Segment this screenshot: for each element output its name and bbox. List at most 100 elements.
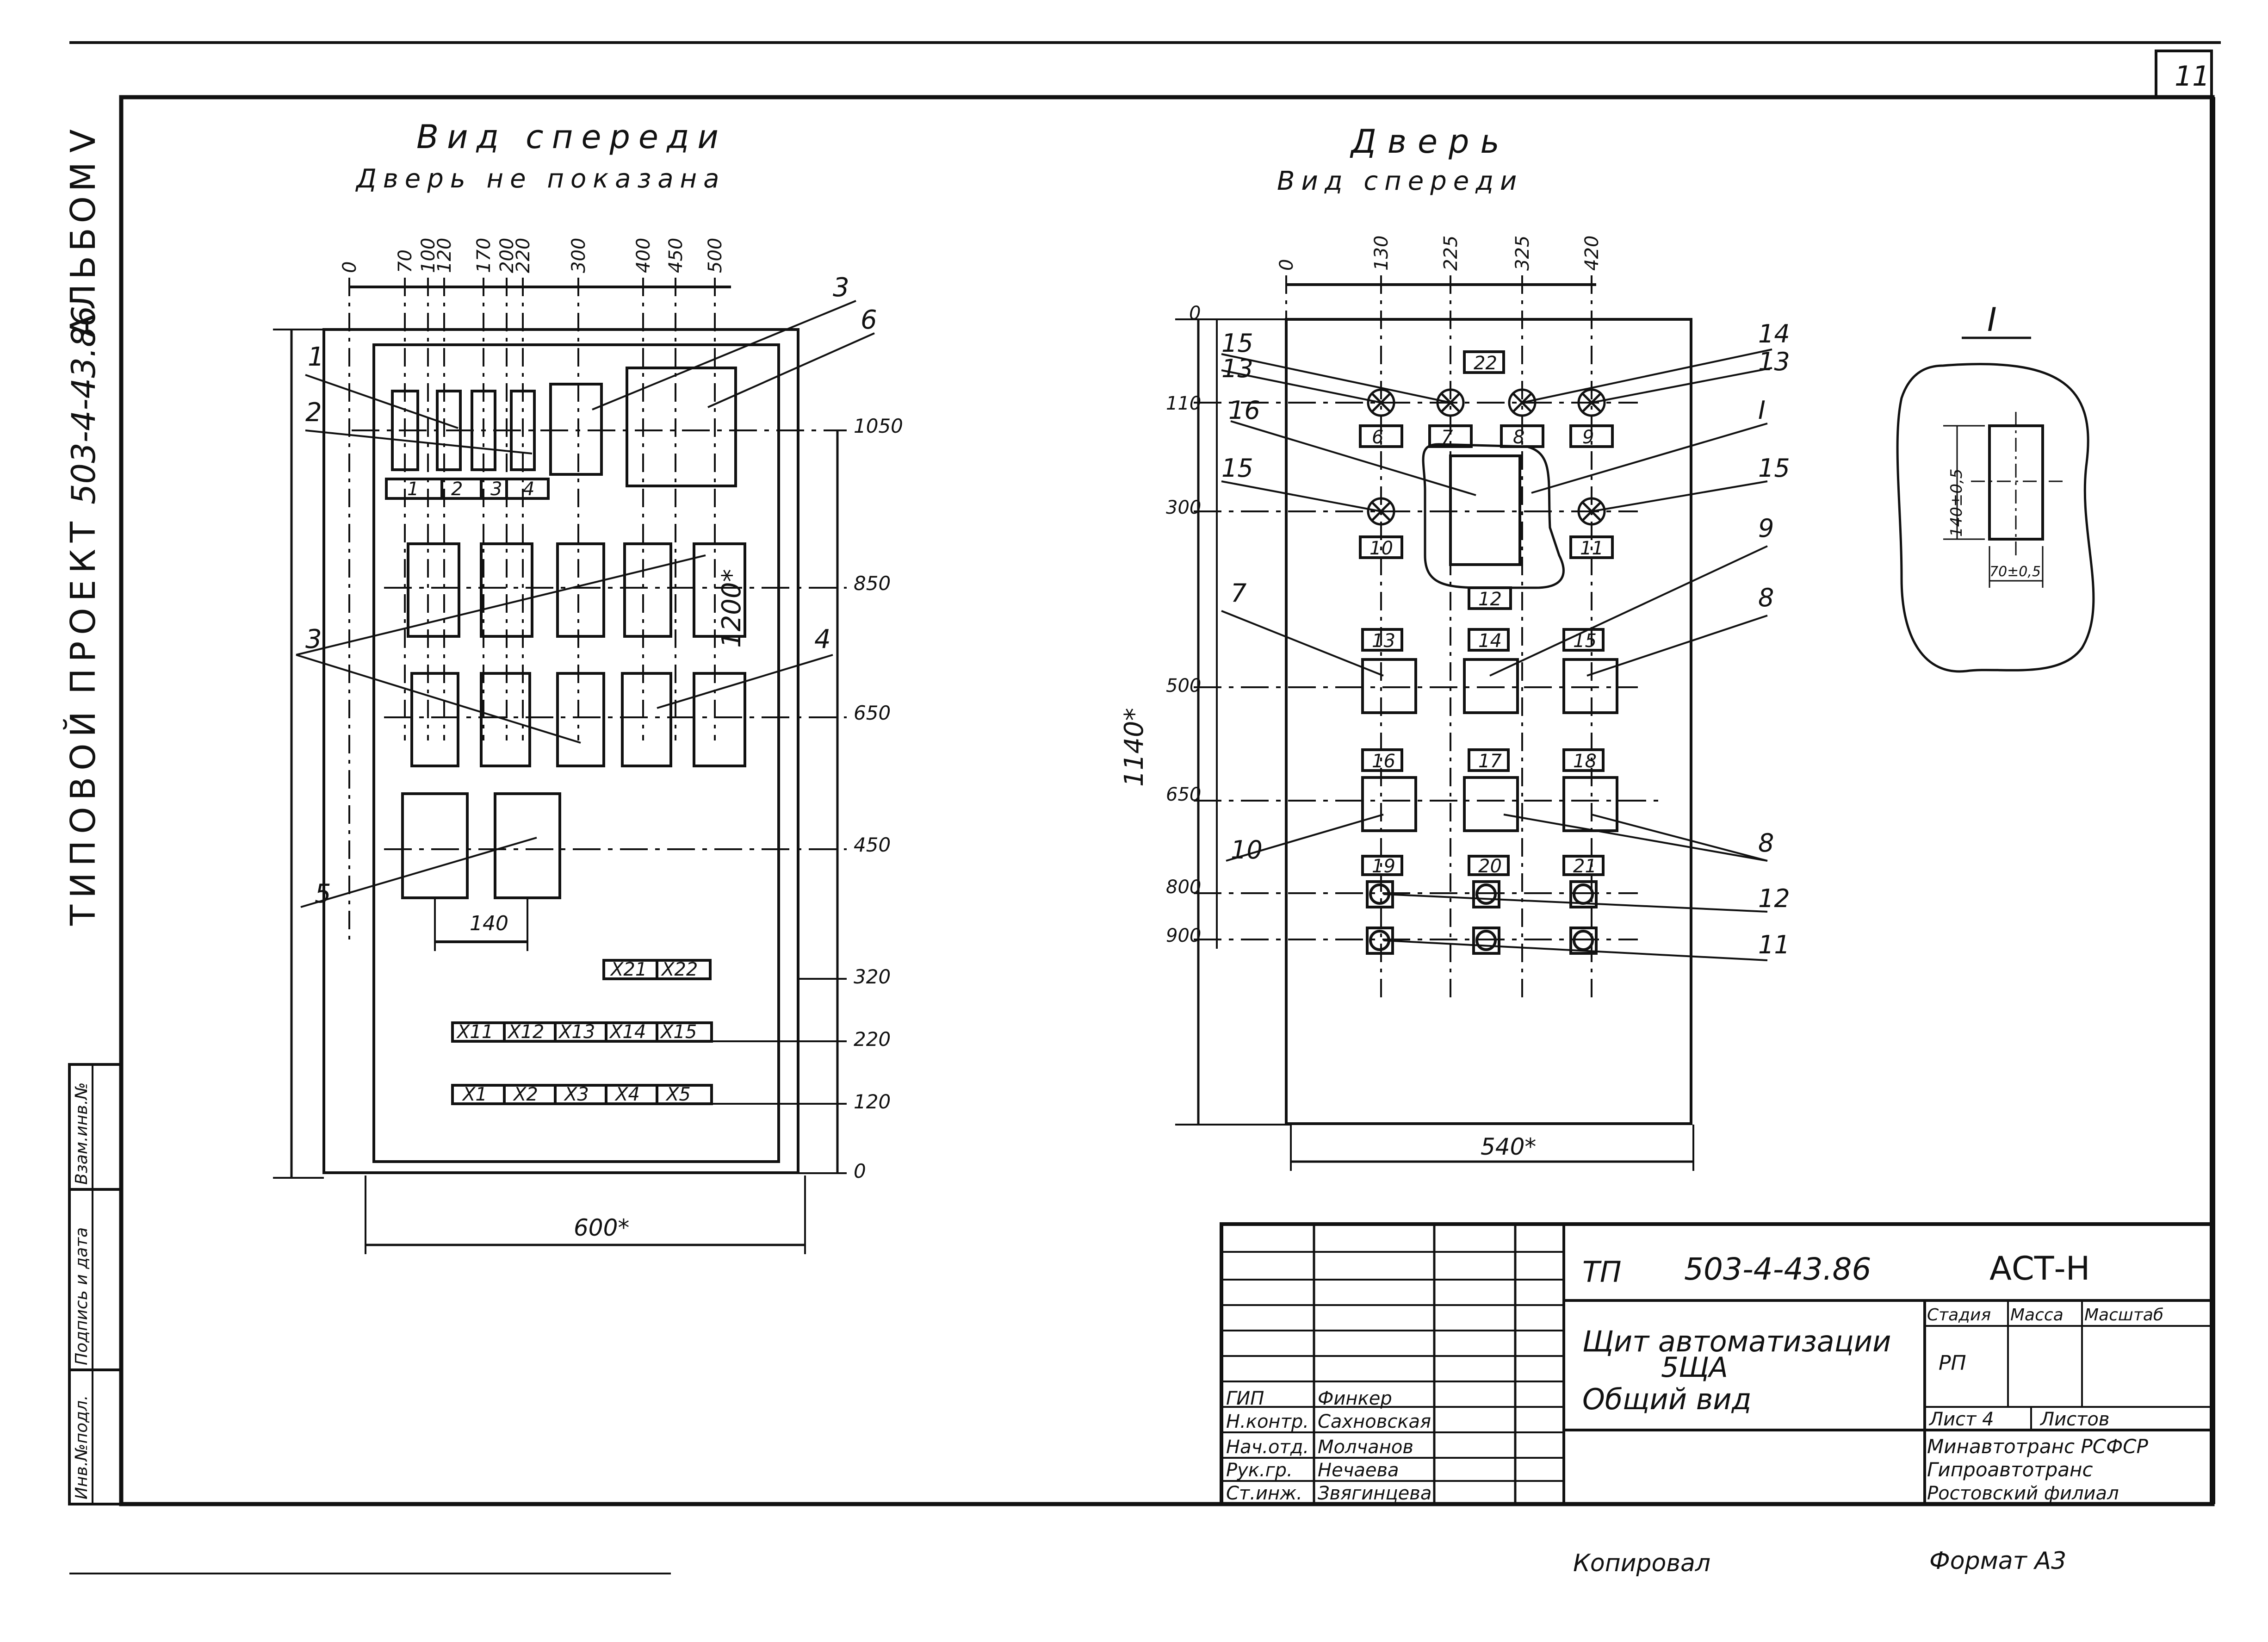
door-box-label: 16 — [1372, 751, 1395, 772]
stamp-scale-h: Масштаб — [2084, 1306, 2163, 1325]
front-right-dim: 1050 — [854, 415, 903, 437]
front-subtitle: Дверь не показана — [355, 164, 725, 194]
door-left-dim: 0 — [1189, 303, 1201, 324]
door-box-label: 6 — [1372, 427, 1383, 448]
door-box-label: 9 — [1582, 427, 1594, 448]
front-right-dim: 120 — [854, 1090, 891, 1113]
terminal-label: X15 — [660, 1021, 697, 1043]
door-callout-left: 13 — [1221, 354, 1253, 383]
stamp-name: Молчанов — [1318, 1437, 1413, 1458]
terminal-label: X1 — [462, 1084, 487, 1105]
door-box-label: 20 — [1478, 856, 1502, 877]
door-box-label: 10 — [1369, 538, 1393, 559]
stamp-name: Звягинцева — [1318, 1483, 1431, 1504]
stamp-stage-h: Стадия — [1927, 1306, 1991, 1325]
front-small-label: 1 — [407, 479, 419, 500]
door-box-label: 12 — [1478, 589, 1502, 610]
front-callout: 5 — [315, 879, 331, 909]
front-height-label: 1200* — [717, 569, 747, 648]
door-left-dim: 300 — [1166, 497, 1201, 518]
terminal-label: X14 — [609, 1021, 646, 1043]
door-callout-right: 8 — [1758, 828, 1774, 858]
door-callout-right: 13 — [1758, 347, 1790, 376]
terminal-label: X2 — [513, 1084, 538, 1105]
front-top-dim: 220 — [513, 238, 534, 273]
title-block-text: ТП 503-4-43.86 АСТ-Н Щит автоматизации 5… — [1582, 1250, 2163, 1504]
door-callout-right: 9 — [1758, 514, 1774, 543]
stamp-name: Нечаева — [1318, 1460, 1399, 1481]
stamp-role: Ст.инж. — [1226, 1483, 1302, 1504]
door-height-label: 1140* — [1119, 708, 1149, 787]
door-callout-right: 8 — [1758, 583, 1774, 612]
door-box-label: 13 — [1372, 630, 1395, 652]
front-top-dim: 70 — [395, 249, 416, 273]
front-callout: 4 — [814, 624, 831, 654]
door-top-dim: 130 — [1371, 236, 1392, 271]
front-right-dim: 0 — [854, 1160, 866, 1182]
side-title-typical: ТИПОВОЙ — [62, 705, 103, 926]
side-title-project: ПРОЕКТ — [63, 515, 103, 694]
door-top-dim: 0 — [1276, 259, 1297, 271]
stamp-role: Н.контр. — [1226, 1411, 1309, 1432]
door-callout-left: 7 — [1231, 578, 1246, 608]
front-title: Вид спереди — [416, 118, 727, 156]
front-right-dim: 320 — [854, 965, 891, 988]
door-subtitle: Вид спереди — [1277, 166, 1523, 196]
front-right-dim: 220 — [854, 1028, 891, 1051]
door-left-dim: 800 — [1166, 877, 1201, 898]
detail-labels: I 140±0,5 70±0,5 — [1947, 301, 2041, 580]
front-small-label: 4 — [523, 479, 534, 500]
door-top-dim: 420 — [1581, 236, 1603, 271]
front-top-dim: 400 — [633, 238, 654, 273]
door-callout-left: 10 — [1231, 835, 1263, 865]
stamp-name1: Щит автоматизации — [1582, 1325, 1891, 1358]
stamp-role: Рук.гр. — [1226, 1460, 1293, 1481]
stamp-name: Сахновская — [1318, 1411, 1431, 1432]
door-left-dim: 650 — [1166, 784, 1201, 805]
front-width-label: 600* — [574, 1214, 629, 1241]
door-box-label: 14 — [1478, 630, 1502, 652]
front-top-dim: 120 — [434, 238, 455, 273]
stamp-sheet: Лист 4 — [1928, 1409, 1994, 1430]
front-view — [273, 278, 875, 1254]
stamp-org3: Ростовский филиал — [1927, 1483, 2119, 1504]
front-top-dim: 500 — [705, 238, 726, 273]
door-outline — [1285, 318, 1692, 1125]
side-title-album: АЛЬБОМ — [63, 157, 103, 338]
front-top-dim: 200 — [496, 238, 518, 273]
front-top-dim: 0 — [339, 261, 360, 273]
left-strip — [68, 1063, 123, 1505]
front-callout: 2 — [305, 398, 322, 428]
front-top-dim: 100 — [418, 238, 439, 273]
door-callout-left: 15 — [1221, 329, 1253, 358]
detail-title: I — [1987, 301, 1997, 339]
stamp-tp: ТП — [1582, 1255, 1622, 1289]
door-box-label: 17 — [1478, 751, 1502, 772]
left-strip-labels: Инв.№подл. Подпись и дата Взам.инв.№ — [72, 1082, 91, 1499]
front-small-label: 3 — [490, 479, 502, 500]
terminal-label: X13 — [558, 1021, 595, 1043]
front-top-dim: 170 — [473, 238, 495, 273]
sheet-number: 11 — [2175, 60, 2210, 93]
side-title-vol: V — [63, 129, 103, 153]
door-box-label: 8 — [1513, 427, 1524, 448]
door-left-dim: 110 — [1166, 393, 1201, 414]
front-right-dim: 850 — [854, 572, 891, 595]
stamp-org2: Гипроавтотранс — [1927, 1458, 2093, 1481]
stamp-mark: АСТ-Н — [1989, 1250, 2090, 1287]
front-callout: 3 — [305, 624, 322, 654]
stamp-name2: 5ЩА — [1661, 1351, 1728, 1384]
cabinet-inner — [372, 343, 780, 1163]
stamp-org1: Минавтотранс РСФСР — [1927, 1435, 2149, 1458]
stamp-role: ГИП — [1226, 1388, 1264, 1409]
terminal-label: X4 — [614, 1084, 640, 1105]
format-label: Формат А3 — [1929, 1547, 2066, 1575]
